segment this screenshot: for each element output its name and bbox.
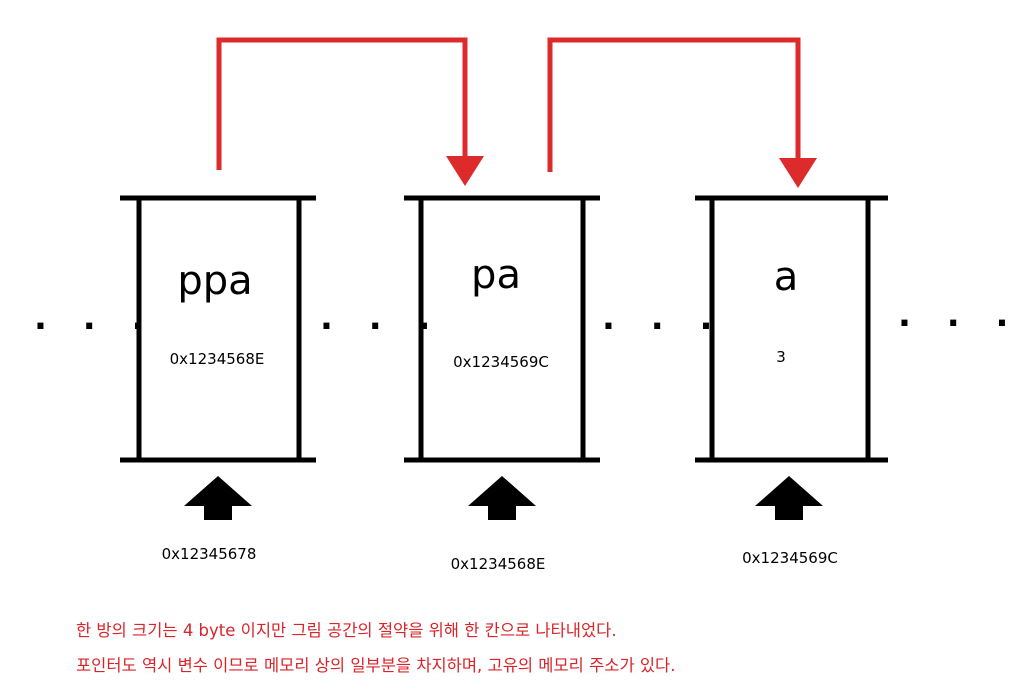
caption-line-1: 한 방의 크기는 4 byte 이지만 그림 공간의 절약을 위해 한 칸으로 … bbox=[76, 621, 617, 640]
ellipsis-between-1: . . . bbox=[320, 298, 442, 338]
cell-value-pa: 0x1234569C bbox=[453, 353, 549, 371]
memory-cell-ppa: ppa 0x1234568E bbox=[120, 195, 316, 463]
cell-name-pa: pa bbox=[471, 252, 521, 298]
pointer-arrow-ppa-to-pa bbox=[216, 37, 484, 186]
address-arrow-pa bbox=[468, 476, 536, 520]
cell-name-ppa: ppa bbox=[177, 258, 252, 304]
ellipsis-right: . . . bbox=[898, 295, 1012, 335]
cell-value-a: 3 bbox=[776, 348, 786, 366]
cell-name-a: a bbox=[774, 254, 799, 300]
address-arrow-a bbox=[755, 476, 823, 520]
address-label-pa: 0x1234568E bbox=[451, 555, 546, 573]
ellipsis-between-2: . . . bbox=[602, 298, 724, 338]
cell-value-ppa: 0x1234568E bbox=[170, 350, 265, 368]
ellipsis-left: . . . bbox=[34, 298, 156, 338]
pointer-arrow-pa-to-a bbox=[547, 37, 817, 188]
address-arrow-ppa bbox=[184, 476, 252, 520]
caption-line-2: 포인터도 역시 변수 이므로 메모리 상의 일부분을 차지하며, 고유의 메모리… bbox=[76, 656, 676, 675]
memory-cell-a: a 3 bbox=[695, 195, 888, 463]
memory-cell-pa: pa 0x1234569C bbox=[404, 195, 600, 463]
address-label-ppa: 0x12345678 bbox=[162, 545, 257, 563]
address-label-a: 0x1234569C bbox=[742, 549, 838, 567]
